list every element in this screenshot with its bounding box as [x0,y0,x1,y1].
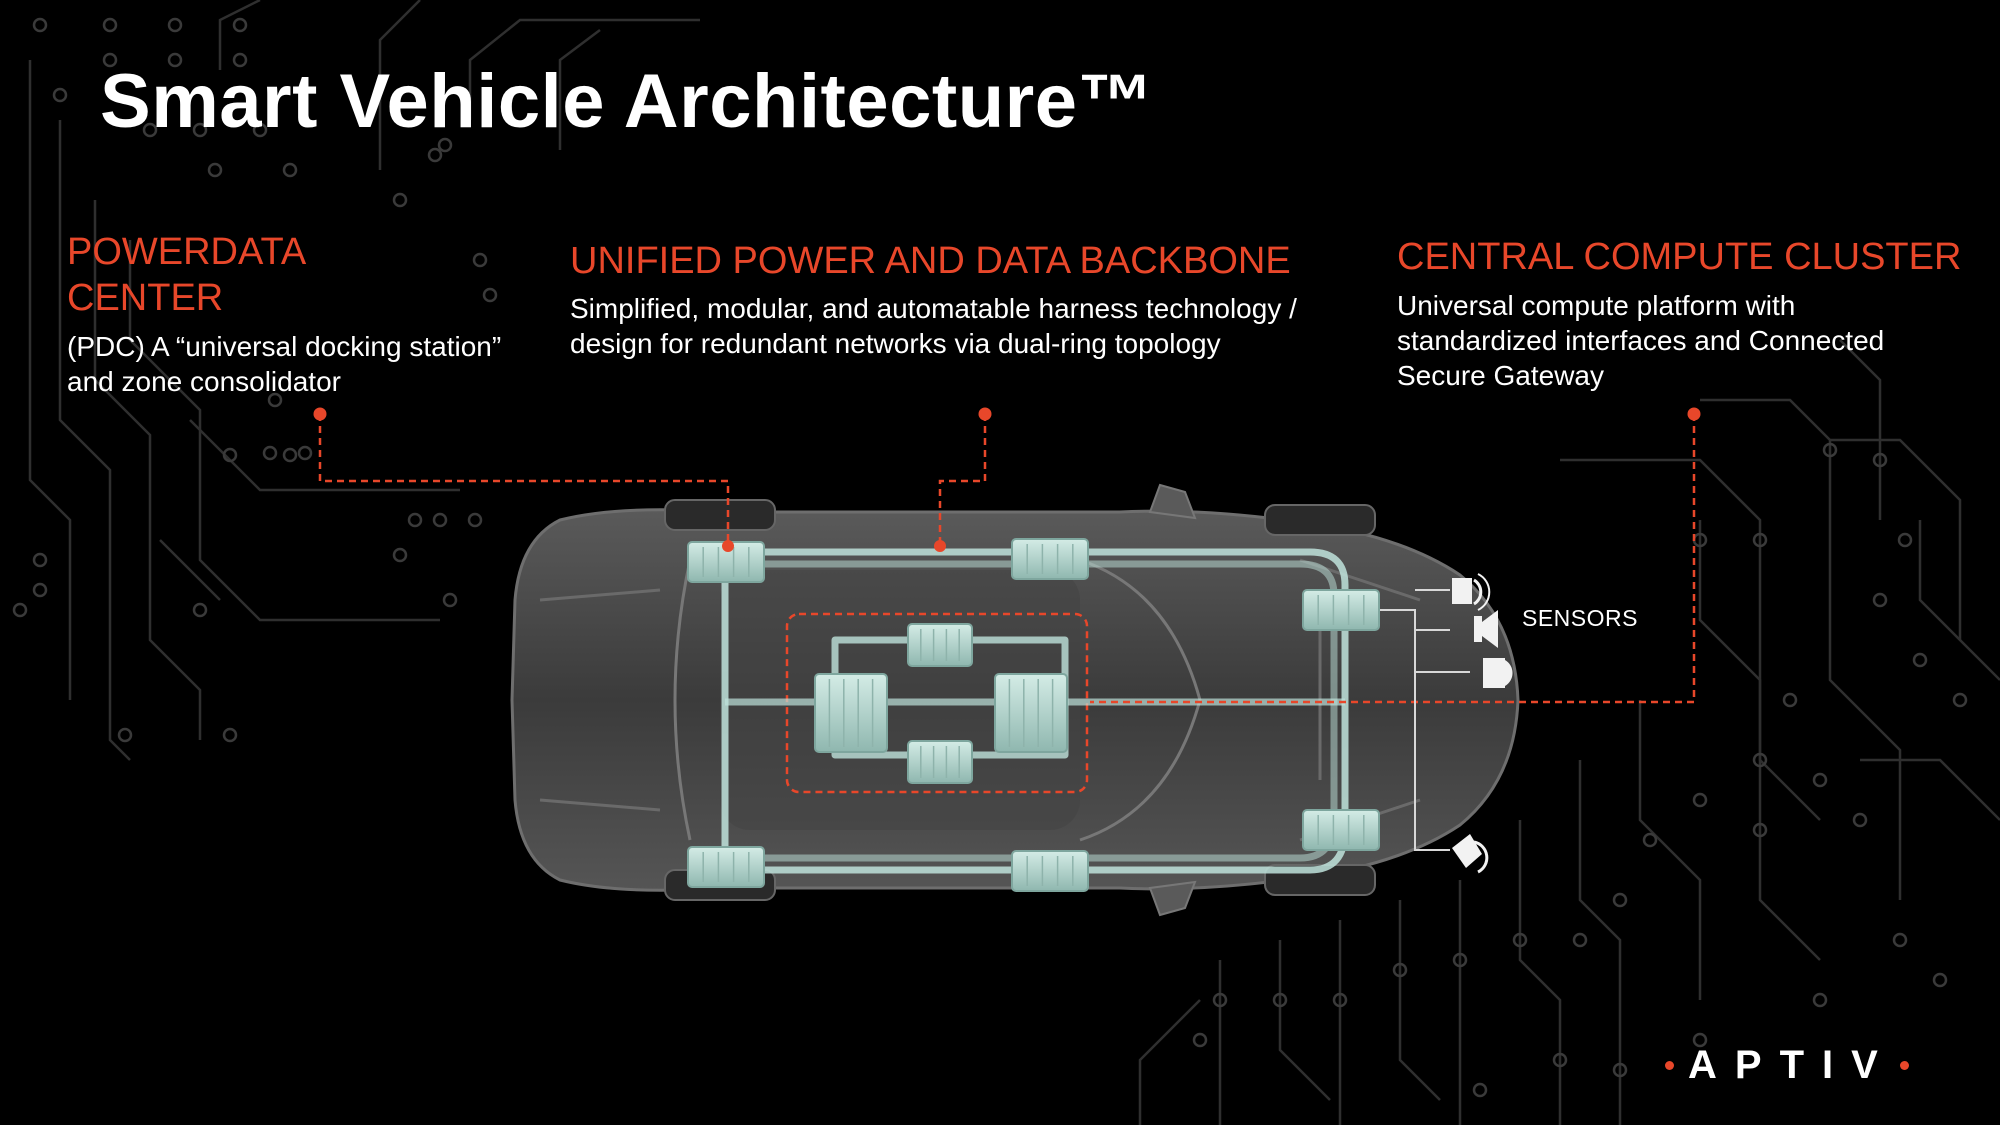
sensor-icon-radar [1452,834,1489,874]
logo-dot-left [1665,1060,1674,1070]
sensors-label: SENSORS [1522,605,1638,631]
logo-wordmark: APTIV [1688,1042,1896,1087]
pdc-module-rear-top [1302,589,1380,631]
callout-dot-pdc-end [722,540,734,552]
heading-central-compute: CENTRAL COMPUTE CLUSTER [1397,236,1962,278]
text-powerdata-center: (PDC) A “universal docking station” and … [67,331,502,397]
text-central-compute: Universal compute platform with standard… [1397,290,1885,391]
compute-module-left [814,673,888,753]
callout-dot-compute [1687,407,1701,421]
pdc-module-top-middle [1011,538,1089,580]
aptiv-logo: APTIV [1665,1037,1909,1093]
callout-dot-backbone-end [934,540,946,552]
sensor-icon-camera [1452,573,1491,611]
heading-backbone: UNIFIED POWER AND DATA BACKBONE [570,240,1291,282]
callout-line-backbone [938,414,987,546]
compute-module-right [994,673,1068,753]
pdc-module-front-right [687,846,765,888]
pdc-module-rear-bottom [1302,809,1380,851]
heading-powerdata-center: POWERDATA CENTER [67,231,305,319]
compute-module-top [907,623,973,667]
sensor-icon-speaker [1474,610,1498,648]
pdc-module-bottom-middle [1011,850,1089,892]
callout-line-compute [1090,414,1696,704]
text-backbone: Simplified, modular, and automatable har… [570,293,1297,359]
page-title: Smart Vehicle Architecture™ [100,59,1154,144]
callout-dot-pdc [313,407,327,421]
sensor-icon-lidar [1483,658,1513,688]
compute-module-bottom [907,740,973,784]
callout-line-pdc [318,414,730,546]
callout-dot-backbone [978,407,992,421]
logo-dot-right [1899,1060,1909,1070]
central-compute-outline [785,612,1089,794]
